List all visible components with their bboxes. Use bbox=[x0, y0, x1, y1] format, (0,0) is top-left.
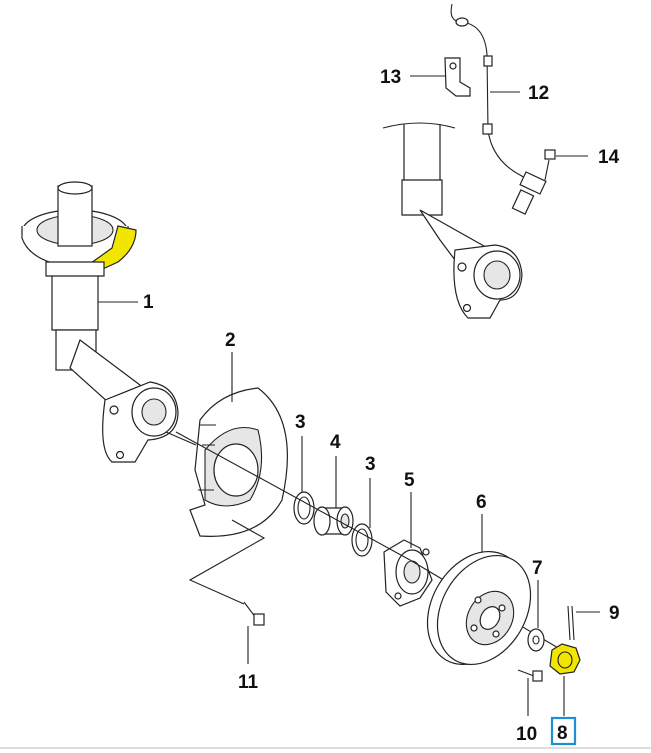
circlip-outer[interactable] bbox=[351, 523, 373, 557]
brake-disc[interactable] bbox=[408, 534, 549, 682]
label-part-9[interactable]: 9 bbox=[609, 603, 620, 624]
label-part-10[interactable]: 10 bbox=[516, 724, 537, 745]
label-part-3a[interactable]: 3 bbox=[295, 412, 306, 433]
circlip-inner[interactable] bbox=[293, 491, 315, 525]
label-part-12[interactable]: 12 bbox=[528, 83, 549, 104]
label-part-5[interactable]: 5 bbox=[404, 470, 415, 491]
label-part-2[interactable]: 2 bbox=[225, 330, 236, 351]
abs-sensor-bolt[interactable] bbox=[544, 149, 556, 181]
leader-knuckle-shield bbox=[165, 431, 197, 446]
label-part-6[interactable]: 6 bbox=[476, 492, 487, 513]
label-part-7[interactable]: 7 bbox=[532, 558, 543, 579]
label-part-11[interactable]: 11 bbox=[238, 672, 259, 693]
label-part-1[interactable]: 1 bbox=[143, 292, 154, 313]
thrust-washer[interactable] bbox=[527, 628, 545, 652]
split-pin[interactable] bbox=[567, 605, 575, 641]
selected-part-box bbox=[550, 716, 577, 746]
label-part-3b[interactable]: 3 bbox=[365, 454, 376, 475]
abs-sensor-wire[interactable] bbox=[450, 3, 533, 183]
abs-sensor[interactable] bbox=[511, 171, 547, 215]
shield-bolt[interactable] bbox=[243, 601, 265, 626]
abs-wire-bracket[interactable] bbox=[444, 57, 471, 97]
dust-shield[interactable] bbox=[189, 386, 288, 537]
label-part-4[interactable]: 4 bbox=[330, 432, 341, 453]
wheel-hub[interactable] bbox=[383, 539, 433, 607]
label-part-14[interactable]: 14 bbox=[598, 147, 620, 168]
label-part-13[interactable]: 13 bbox=[380, 67, 401, 88]
disc-screw[interactable] bbox=[517, 669, 543, 682]
inset-knuckle-assembly bbox=[382, 122, 523, 319]
hub-nut[interactable] bbox=[549, 643, 581, 675]
leader-11-guide bbox=[188, 519, 266, 605]
strut-and-knuckle[interactable] bbox=[21, 181, 179, 463]
label-part-8[interactable]: 8 bbox=[557, 723, 568, 744]
